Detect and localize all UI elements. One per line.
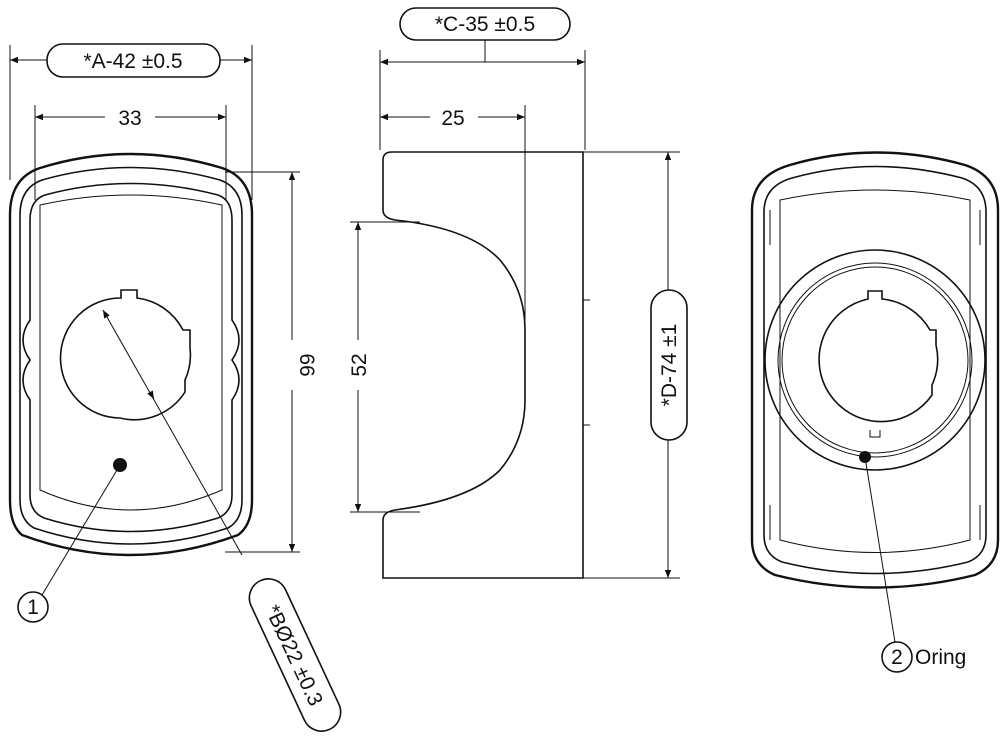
- callout-1-circle: [17, 591, 49, 623]
- dim-width-outer: *A-42 ±0.5: [83, 50, 182, 73]
- callout-2: 2: [891, 646, 903, 669]
- dim-hole-pill: *BØ22 ±0.3: [248, 578, 342, 732]
- back-outline: [750, 151, 1000, 589]
- front-outline: [8, 152, 254, 557]
- callout-1: 1: [27, 596, 39, 619]
- dim-height-total: *D-74 ±1: [658, 324, 681, 407]
- front-view: 1 *BØ22 ±0.3 *A-42 ±0.5 33 66: [8, 43, 342, 732]
- callout-2-circle: [881, 641, 913, 673]
- back-view: 2 Oring: [750, 151, 1000, 673]
- oring-outer: [764, 249, 986, 471]
- side-profile: [382, 151, 584, 579]
- dim-depth-partial: 25: [441, 107, 464, 130]
- dim-inner-height: 52: [348, 353, 371, 376]
- dim-width-inner: 33: [118, 107, 141, 130]
- button-hole: [59, 289, 192, 421]
- dim-height: 66: [295, 353, 318, 376]
- dim-depth-total: *C-35 ±0.5: [435, 13, 535, 36]
- callout-2-label: Oring: [915, 646, 966, 669]
- side-view: *C-35 ±0.5 25 52 *D-74 ±1: [348, 7, 688, 579]
